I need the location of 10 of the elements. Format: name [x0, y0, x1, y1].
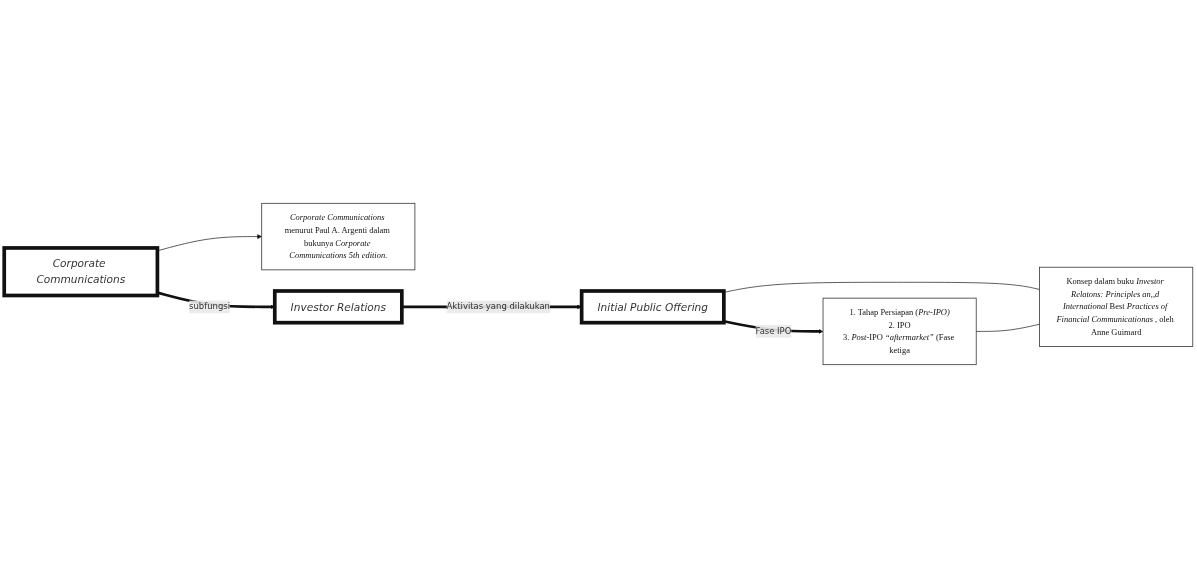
connector: [975, 323, 1040, 332]
edge-label: subfungsi: [189, 301, 231, 312]
node-box: Corporate Communications: [2, 246, 160, 298]
node-box: Investor Relations: [272, 289, 404, 325]
edge-label: Fase IPO: [755, 326, 792, 337]
node-box: Konsep dalam buku Investor Relatons: Principles an,,d International Best Practices of Financial Communicationas , oleh Anne Guimard: [1039, 266, 1194, 347]
node-box: Initial Public Offering: [579, 289, 726, 325]
node-box: 1. Tahap Persiapan (Pre-IPO) 2. IPO 3. Post-IPO “aftermarket” (Fase ketiga: [822, 297, 977, 366]
edge-label: Aktivitas yang dilakukan: [446, 301, 550, 312]
node-box: Corporate Communications menurut Paul A. Argenti dalam bukunya Corporate Communications 5th edition.: [261, 202, 416, 271]
